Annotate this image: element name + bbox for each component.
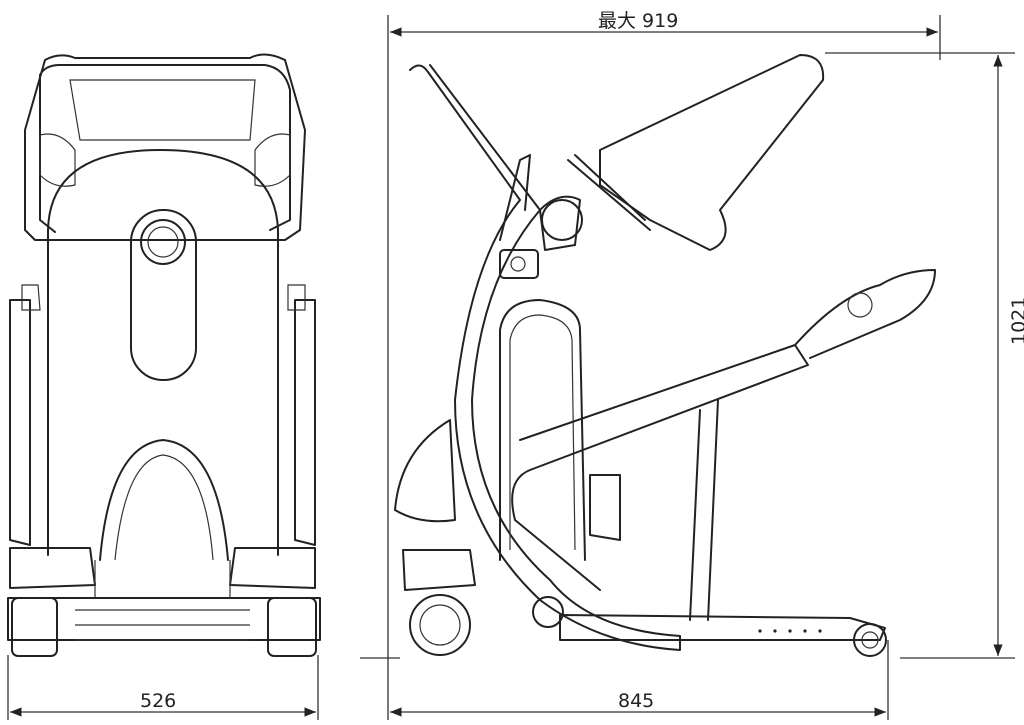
side-length-dimension-label: 845 [618, 690, 655, 712]
height-dimension-label: 1021 [1008, 296, 1024, 345]
max-width-dimension-label: 最大 919 [598, 10, 679, 32]
front-width-dimension-label: 526 [140, 690, 177, 712]
side-view [360, 15, 1015, 720]
front-view [7, 53, 321, 720]
